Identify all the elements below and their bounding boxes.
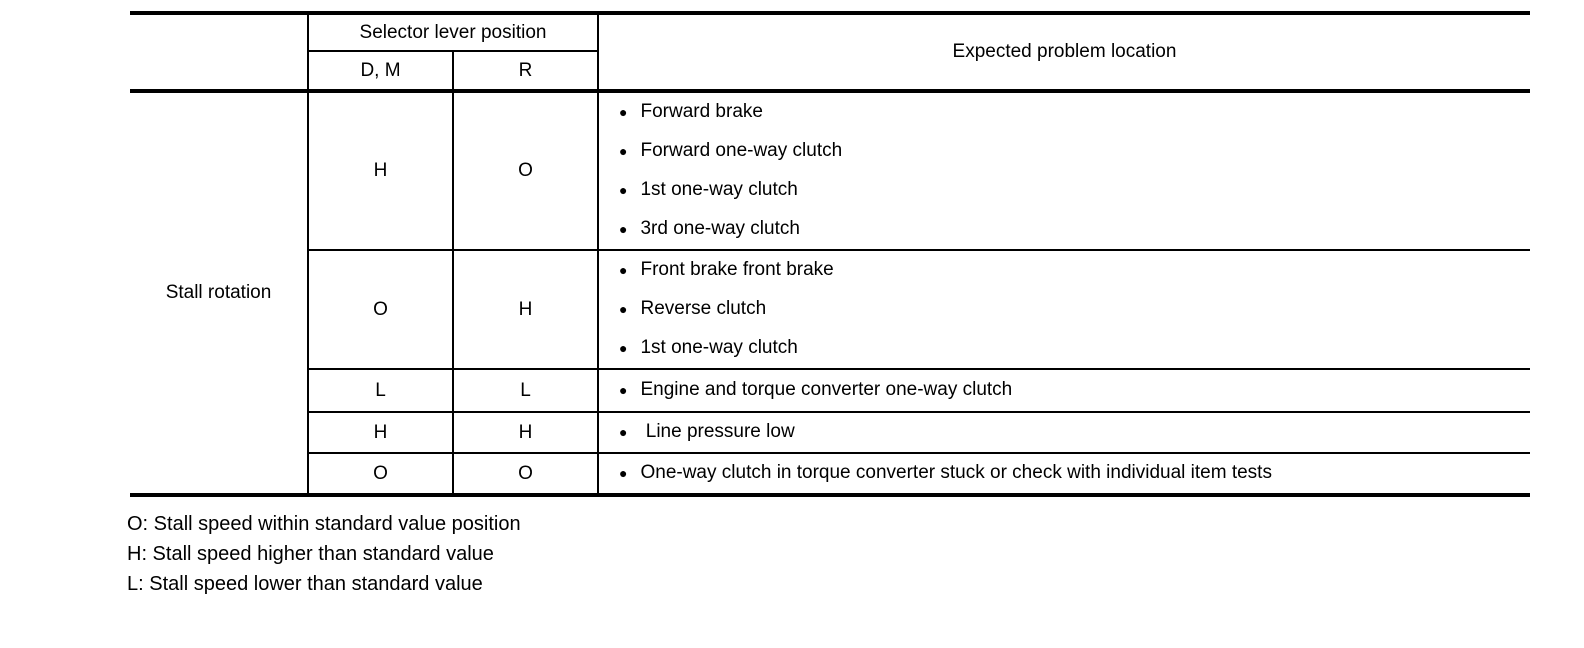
header-expected-problem-location: Expected problem location <box>597 12 1530 92</box>
dm-value-cell: H <box>307 411 454 454</box>
list-item: ● Front brake front brake <box>599 251 1530 290</box>
dm-value-cell: H <box>307 90 454 251</box>
bullet-icon: ● <box>619 381 628 398</box>
problem-text: One-way clutch in torque converter stuck… <box>640 462 1272 484</box>
list-item: ● One-way clutch in torque converter stu… <box>599 454 1530 493</box>
dm-value-cell: O <box>307 249 454 370</box>
bullet-icon: ● <box>619 142 628 159</box>
legend-line-l: L: Stall speed lower than standard value <box>127 573 483 595</box>
legend-line-h: H: Stall speed higher than standard valu… <box>127 543 494 565</box>
problems-cell: ● Front brake front brake ● Reverse clut… <box>597 249 1530 370</box>
bullet-icon: ● <box>619 220 628 237</box>
problem-text: Reverse clutch <box>640 298 767 320</box>
problem-list: ● Forward brake ● Forward one-way clutch… <box>599 93 1530 249</box>
table-row: O O ● One-way clutch in torque converter… <box>130 452 1530 496</box>
problems-cell: ● Line pressure low <box>597 411 1530 454</box>
stall-test-table: Selector lever position Expected problem… <box>130 11 1530 497</box>
r-value-cell: H <box>452 249 599 370</box>
problem-text: Line pressure low <box>640 421 795 443</box>
table-row: Stall rotation H O ● Forward brake ● For… <box>130 90 1530 496</box>
r-value-cell: L <box>452 368 599 413</box>
problem-list: ● One-way clutch in torque converter stu… <box>599 454 1530 493</box>
table-row: O H ● Front brake front brake ● Reverse … <box>130 249 1530 370</box>
row-group-label-cell: Stall rotation <box>130 90 309 496</box>
header-selector-lever-position: Selector lever position <box>307 12 599 52</box>
dm-value-cell: O <box>307 452 454 496</box>
bullet-icon: ● <box>619 423 628 440</box>
table-row: L L ● Engine and torque converter one-wa… <box>130 368 1530 413</box>
list-item: ● Engine and torque converter one-way cl… <box>599 371 1530 410</box>
problem-text: Forward one-way clutch <box>640 140 843 162</box>
list-item: ● Forward one-way clutch <box>599 132 1530 171</box>
problems-cell: ● One-way clutch in torque converter stu… <box>597 452 1530 496</box>
problems-cell: ● Forward brake ● Forward one-way clutch… <box>597 90 1530 251</box>
list-item: ● Forward brake <box>599 93 1530 132</box>
problem-text: Forward brake <box>640 101 763 123</box>
r-value-cell: O <box>452 90 599 251</box>
legend: O: Stall speed within standard value pos… <box>127 509 521 599</box>
problem-text: 1st one-way clutch <box>640 179 798 201</box>
list-item: ● 1st one-way clutch <box>599 171 1530 210</box>
bullet-icon: ● <box>619 261 628 278</box>
list-item: ● Line pressure low <box>599 413 1530 452</box>
header-corner-cell <box>130 12 309 92</box>
list-item: ● 1st one-way clutch <box>599 329 1530 368</box>
bullet-icon: ● <box>619 181 628 198</box>
list-item: ● 3rd one-way clutch <box>599 210 1530 249</box>
header-r: R <box>452 50 599 92</box>
list-item: ● Reverse clutch <box>599 290 1530 329</box>
r-value-cell: H <box>452 411 599 454</box>
problems-cell: ● Engine and torque converter one-way cl… <box>597 368 1530 413</box>
problem-list: ● Line pressure low <box>599 413 1530 452</box>
legend-line-o: O: Stall speed within standard value pos… <box>127 513 521 535</box>
table-row: H H ● Line pressure low <box>130 411 1530 454</box>
bullet-icon: ● <box>619 103 628 120</box>
problem-text: 1st one-way clutch <box>640 337 798 359</box>
r-value-cell: O <box>452 452 599 496</box>
problem-list: ● Engine and torque converter one-way cl… <box>599 371 1530 410</box>
problem-list: ● Front brake front brake ● Reverse clut… <box>599 251 1530 368</box>
problem-text: Engine and torque converter one-way clut… <box>640 379 1013 401</box>
dm-value-cell: L <box>307 368 454 413</box>
bullet-icon: ● <box>619 339 628 356</box>
problem-text: Front brake front brake <box>640 259 834 281</box>
bullet-icon: ● <box>619 300 628 317</box>
header-dm: D, M <box>307 50 454 92</box>
bullet-icon: ● <box>619 464 628 481</box>
problem-text: 3rd one-way clutch <box>640 218 800 240</box>
